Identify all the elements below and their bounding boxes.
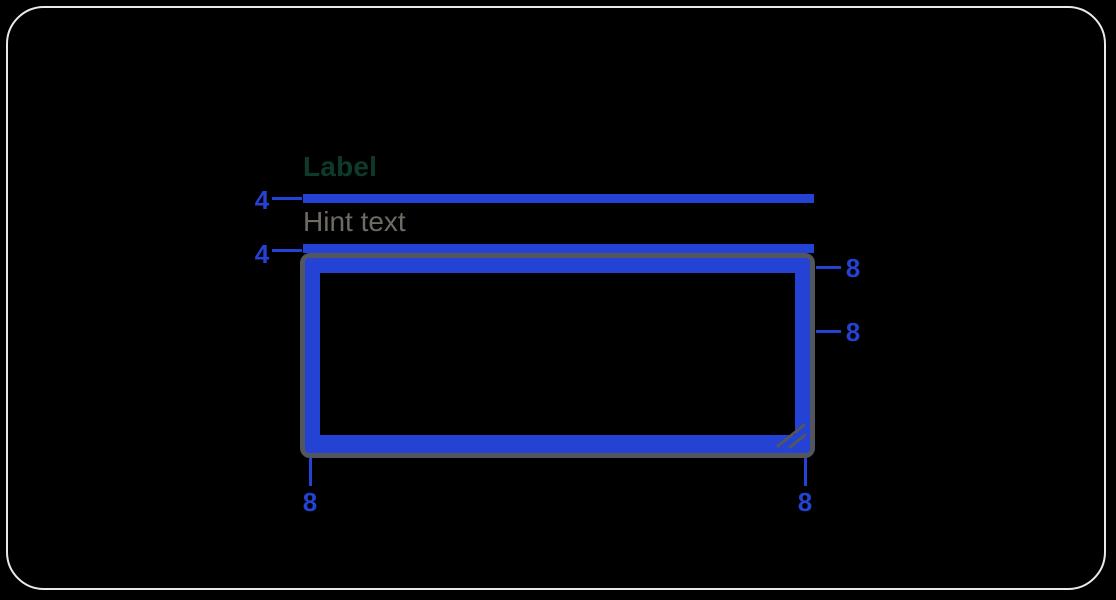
- hint-gap-spacing-bar: [303, 244, 814, 253]
- label-gap-spacing-bar: [303, 194, 814, 203]
- dim-padding-top-value: 8: [845, 253, 861, 283]
- resize-handle-icon: [776, 423, 807, 449]
- dim-hint-gap-value: 4: [254, 239, 270, 269]
- dim-hint-gap-leader-line: [272, 249, 302, 252]
- hint-text: Hint text: [303, 206, 406, 237]
- dim-padding-bottom-leader-line: [804, 458, 807, 486]
- dim-label-gap-leader-line: [272, 197, 302, 200]
- dim-padding-left-leader-line: [309, 458, 312, 486]
- dim-label-gap-value: 4: [254, 185, 270, 215]
- dim-padding-right-value: 8: [845, 317, 861, 347]
- dim-padding-top-leader-line: [816, 266, 841, 269]
- textarea-field: [300, 253, 815, 458]
- padding-highlight-band: [305, 258, 810, 453]
- field-label: Label: [303, 151, 378, 182]
- dim-padding-bottom-value: 8: [797, 487, 813, 517]
- dim-padding-left-value: 8: [302, 487, 318, 517]
- dim-padding-right-leader-line: [816, 330, 841, 333]
- spec-card: [6, 6, 1106, 590]
